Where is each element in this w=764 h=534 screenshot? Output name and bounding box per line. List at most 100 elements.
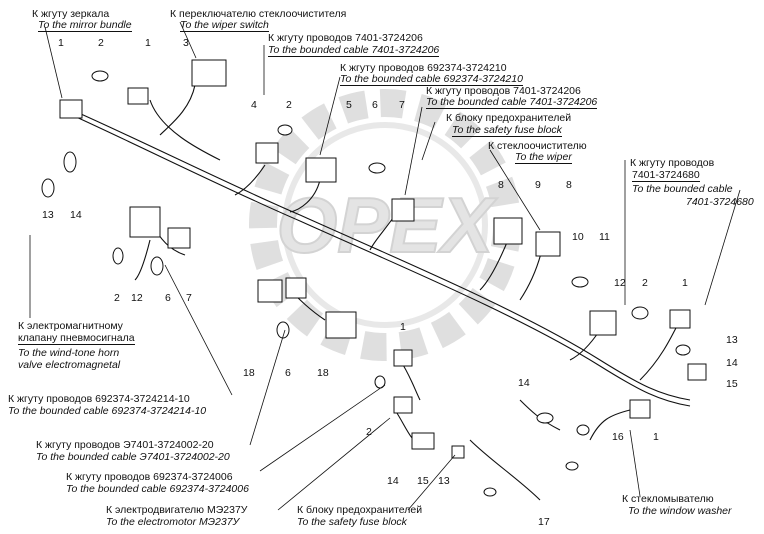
connector-18b (285, 277, 307, 299)
connector-2e (393, 396, 413, 414)
label-mirror-ru: К жгуту зеркала (32, 8, 110, 20)
callout-6: 6 (285, 367, 291, 379)
callout-10: 10 (572, 231, 584, 243)
callout-14: 14 (70, 209, 82, 221)
callout-14: 14 (726, 357, 738, 369)
callout-8: 8 (498, 179, 504, 191)
connector-18c (325, 311, 357, 339)
terminal-14a (63, 151, 77, 173)
label-cable-214-ru: К жгуту проводов 692374-3724214-10 (8, 393, 190, 405)
callout-11: 11 (599, 231, 610, 243)
connector-15b (411, 432, 435, 450)
label-fuse-bot-en: To the safety fuse block (297, 516, 407, 528)
watermark-logo: OPEX (249, 89, 521, 361)
terminal-2b (277, 124, 293, 136)
label-cable-002-ru: К жгуту проводов Э7401-3724002-20 (36, 439, 214, 451)
connector-8b (535, 231, 561, 257)
callout-1: 1 (400, 321, 406, 333)
watermark-text: OPEX (277, 181, 498, 269)
label-wiper-en: To the wiper (515, 151, 572, 164)
connector-7 (391, 198, 415, 222)
callout-1: 1 (145, 37, 151, 49)
callout-2: 2 (366, 426, 372, 438)
label-cable-7401b-en: To the bounded cable 7401-3724206 (426, 96, 598, 109)
terminal-2d (631, 306, 649, 320)
label-wiper-ru: К стеклоочистителю (488, 140, 587, 152)
callout-6: 6 (372, 99, 378, 111)
callout-6: 6 (165, 292, 171, 304)
terminal-6b (150, 256, 164, 276)
callout-14: 14 (518, 377, 530, 389)
label-cable-692374-en: To the bounded cable 692374-3724210 (340, 73, 523, 86)
label-cable-680-ru2: 7401-3724680 (632, 169, 700, 182)
connector-1b (127, 87, 149, 105)
callout-13: 13 (42, 209, 54, 221)
terminal-2a (91, 70, 109, 82)
label-cable-680-en2: 7401-3724680 (686, 196, 754, 208)
terminal-10 (571, 276, 589, 288)
callout-15: 15 (726, 378, 738, 390)
connector-5 (305, 157, 337, 183)
callout-7: 7 (186, 292, 192, 304)
label-wiper-switch-en: To the wiper switch (180, 19, 269, 32)
label-cable-692374-ru: К жгуту проводов 692374-3724210 (340, 62, 507, 74)
connector-1a (59, 99, 83, 119)
connector-1d (393, 349, 413, 367)
label-fuse-top-en: To the safety fuse block (452, 124, 562, 137)
connector-7b (167, 227, 191, 249)
label-cable-006-en: To the bounded cable 692374-3724006 (66, 483, 249, 495)
callout-8: 8 (566, 179, 572, 191)
label-cable-7401b-ru: К жгуту проводов 7401-3724206 (426, 85, 581, 97)
callout-16: 16 (612, 431, 624, 443)
label-horn-ru2: клапану пневмосигнала (18, 332, 135, 345)
terminal-6c (276, 321, 290, 339)
callout-1: 1 (682, 277, 688, 289)
callout-18: 18 (317, 367, 329, 379)
callout-14: 14 (387, 475, 399, 487)
callout-2: 2 (98, 37, 104, 49)
connector-8 (493, 217, 523, 245)
label-wiper-switch-ru: К переключателю стеклоочистителя (170, 8, 347, 20)
label-washer-en: To the window washer (628, 505, 732, 517)
label-cable-680-en1: To the bounded cable (632, 183, 733, 195)
label-cable-214-en: To the bounded cable 692374-3724214-10 (8, 405, 207, 417)
callout-15: 15 (417, 475, 429, 487)
callout-1: 1 (653, 431, 659, 443)
connector-12b (589, 310, 617, 336)
connector-14b (687, 363, 707, 381)
callout-4: 4 (251, 99, 257, 111)
label-cable-7401-en: To the bounded cable 7401-3724206 (268, 44, 440, 57)
terminal-16 (576, 424, 590, 436)
callout-2: 2 (114, 292, 120, 304)
terminal-13a (41, 178, 55, 198)
label-horn-ru1: К электромагнитному (18, 320, 123, 332)
callout-17: 17 (538, 516, 550, 528)
terminal-13b (675, 344, 691, 356)
connector-4 (255, 142, 279, 164)
connector-12a (129, 206, 161, 238)
terminal-17a (483, 487, 497, 497)
label-horn-en1: To the wind-tone horn (18, 347, 120, 359)
label-cable-006-ru: К жгуту проводов 692374-3724006 (66, 471, 233, 483)
terminal-2c (112, 247, 124, 265)
callout-3: 3 (183, 37, 189, 49)
label-cable-7401-ru: К жгуту проводов 7401-3724206 (268, 32, 423, 44)
label-horn-en2: valve electromagnetal (18, 359, 121, 371)
label-fuse-top-ru: К блоку предохранителей (446, 112, 572, 124)
label-washer-ru: К стекломывателю (622, 493, 714, 505)
callout-13: 13 (438, 475, 450, 487)
callout-13: 13 (726, 334, 738, 346)
callout-7: 7 (399, 99, 405, 111)
connector-1e (629, 399, 651, 419)
label-fuse-bot-ru: К блоку предохранителей (297, 504, 423, 516)
connector-3 (191, 59, 227, 87)
callout-1: 1 (58, 37, 64, 49)
label-motor-ru: К электродвигателю МЭ237У (106, 504, 248, 516)
connector-18a (257, 279, 283, 303)
callout-2: 2 (286, 99, 292, 111)
callout-9: 9 (535, 179, 541, 191)
label-mirror-en: To the mirror bundle (38, 19, 132, 32)
terminal-14c (536, 412, 554, 424)
callout-2: 2 (642, 277, 648, 289)
